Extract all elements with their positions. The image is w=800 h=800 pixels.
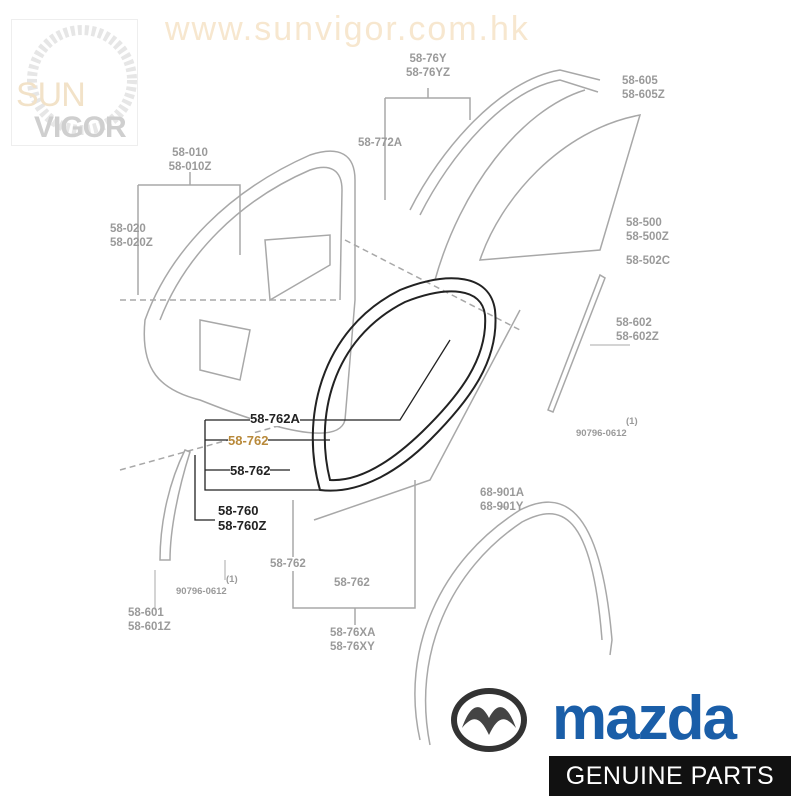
label-58-772a: 58-772A	[358, 137, 403, 149]
bolt-right-part: 90796-0612	[576, 428, 627, 439]
bolt-right-qty: (1)	[626, 416, 638, 427]
mazda-emblem-icon	[451, 688, 527, 752]
watermark-sun: SUN	[16, 76, 86, 114]
door-weatherstrip	[311, 277, 497, 492]
label-58-762-b: 58-762	[230, 463, 271, 478]
outer-weatherstrip	[414, 501, 613, 741]
genuine-parts-banner: GENUINE PARTS	[549, 756, 791, 796]
bolt-left-part: 90796-0612	[176, 586, 227, 597]
watermark-ring-icon	[27, 25, 137, 135]
label-58-762-d: 58-762	[334, 576, 370, 590]
mazda-wordmark: mazda	[552, 684, 737, 753]
watermark-vigor: VIGOR	[34, 111, 127, 144]
label-58-762a: 58-762A	[250, 411, 300, 426]
diagonal-watermark: www.sunvigor.com.hk	[164, 10, 530, 48]
label-58-762-highlight: 58-762	[228, 433, 269, 448]
run-channel	[409, 69, 601, 211]
sunvigor-watermark-logo: SUN VIGOR	[11, 19, 138, 146]
label-58-762-c: 58-762	[270, 557, 306, 571]
door-glass	[478, 114, 642, 261]
bolt-left-qty: (1)	[226, 574, 238, 585]
door-frame	[143, 150, 356, 434]
label-58-502c: 58-502C	[626, 255, 671, 267]
